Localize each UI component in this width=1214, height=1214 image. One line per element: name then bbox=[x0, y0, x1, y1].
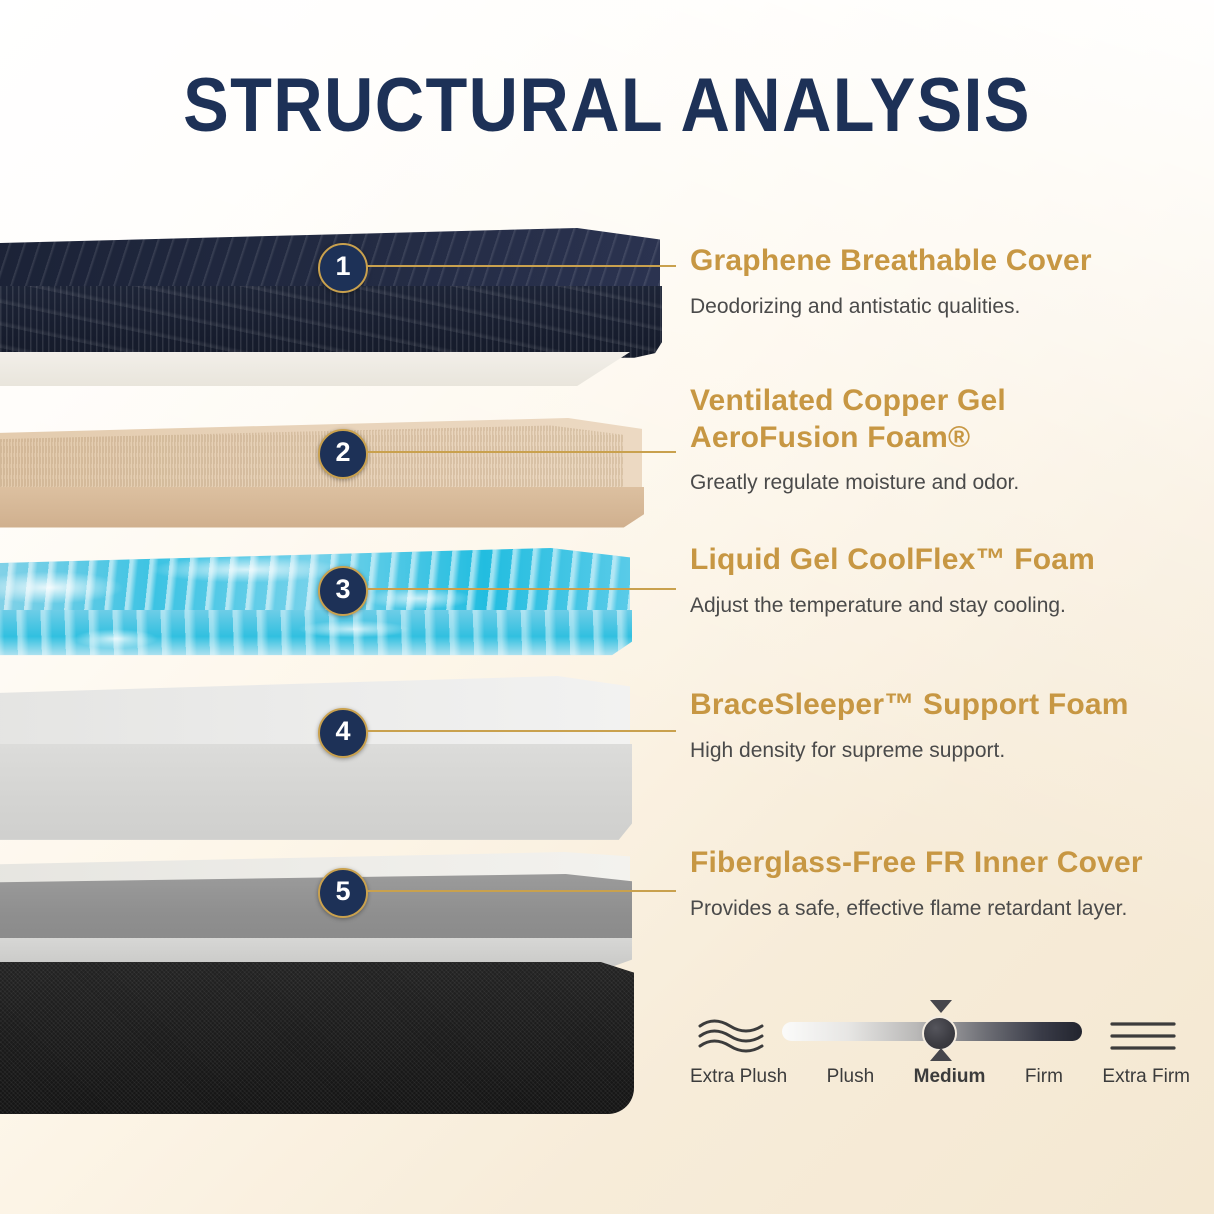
graphene-underside bbox=[0, 352, 630, 386]
layer-info-1: Graphene Breathable Cover Deodorizing an… bbox=[690, 243, 1200, 320]
layer-number-badge-4[interactable]: 4 bbox=[318, 708, 368, 758]
layer-number-badge-5[interactable]: 5 bbox=[318, 868, 368, 918]
firmness-option-extra-firm[interactable]: Extra Firm bbox=[1102, 1066, 1190, 1087]
layer-description-1: Deodorizing and antistatic qualities. bbox=[690, 294, 1021, 318]
layer-number-badge-3[interactable]: 3 bbox=[318, 566, 368, 616]
layer-number-badge-1[interactable]: 1 bbox=[318, 243, 368, 293]
straight-lines-icon bbox=[1108, 1016, 1180, 1061]
liquid-gel-front-face bbox=[0, 610, 632, 656]
leader-line-1 bbox=[366, 265, 676, 267]
layer-info-5: Fiberglass-Free FR Inner Cover Provides … bbox=[690, 845, 1200, 922]
ventilation-holes-pattern bbox=[0, 425, 624, 496]
firmness-marker-arrow-up bbox=[930, 1000, 952, 1013]
layer-number-badge-2[interactable]: 2 bbox=[318, 429, 368, 479]
page-title: STRUCTURAL ANALYSIS bbox=[183, 63, 1031, 148]
layer-description-2: Greatly regulate moisture and odor. bbox=[690, 471, 1020, 495]
layer-title-4: BraceSleeper™ Support Foam bbox=[690, 688, 1129, 721]
support-foam-front-face bbox=[0, 744, 632, 840]
firmness-labels: Extra Plush Plush Medium Firm Extra Firm bbox=[690, 1066, 1190, 1088]
layer-info-3: Liquid Gel CoolFlex™ Foam Adjust the tem… bbox=[690, 542, 1200, 619]
mattress-cutaway-illustration bbox=[0, 228, 662, 1114]
layer-title-3: Liquid Gel CoolFlex™ Foam bbox=[690, 543, 1096, 576]
support-foam-top-face bbox=[0, 676, 630, 750]
fr-cover-gray-band bbox=[0, 874, 632, 946]
leader-line-5 bbox=[366, 890, 676, 892]
layer-info-4: BraceSleeper™ Support Foam High density … bbox=[690, 687, 1200, 764]
graphene-front-face bbox=[0, 286, 662, 358]
layer-title-5: Fiberglass-Free FR Inner Cover bbox=[690, 846, 1143, 879]
layer-description-5: Provides a safe, effective flame retarda… bbox=[690, 896, 1128, 920]
firmness-marker-arrow-down bbox=[930, 1048, 952, 1061]
liquid-gel-top-face bbox=[0, 548, 630, 620]
leader-line-2 bbox=[366, 451, 676, 453]
layer-description-4: High density for supreme support. bbox=[690, 738, 1006, 762]
firmness-option-extra-plush[interactable]: Extra Plush bbox=[690, 1066, 788, 1087]
copper-gel-front-face bbox=[0, 487, 644, 528]
base-front-face bbox=[0, 962, 634, 1114]
leader-line-4 bbox=[366, 730, 676, 732]
layer-description-3: Adjust the temperature and stay cooling. bbox=[690, 593, 1066, 617]
wavy-lines-icon bbox=[696, 1014, 768, 1063]
firmness-option-medium[interactable]: Medium bbox=[913, 1066, 986, 1087]
layer-title-2-line1: Ventilated Copper Gel bbox=[690, 384, 1006, 417]
firmness-option-firm[interactable]: Firm bbox=[1024, 1066, 1063, 1087]
firmness-option-plush[interactable]: Plush bbox=[826, 1066, 875, 1087]
layer-title-2-line2: AeroFusion Foam® bbox=[690, 420, 971, 454]
firmness-slider-knob[interactable] bbox=[922, 1016, 957, 1051]
leader-line-3 bbox=[366, 588, 676, 590]
layer-title-1: Graphene Breathable Cover bbox=[690, 244, 1092, 277]
firmness-scale[interactable]: Extra Plush Plush Medium Firm Extra Firm bbox=[690, 1000, 1190, 1110]
